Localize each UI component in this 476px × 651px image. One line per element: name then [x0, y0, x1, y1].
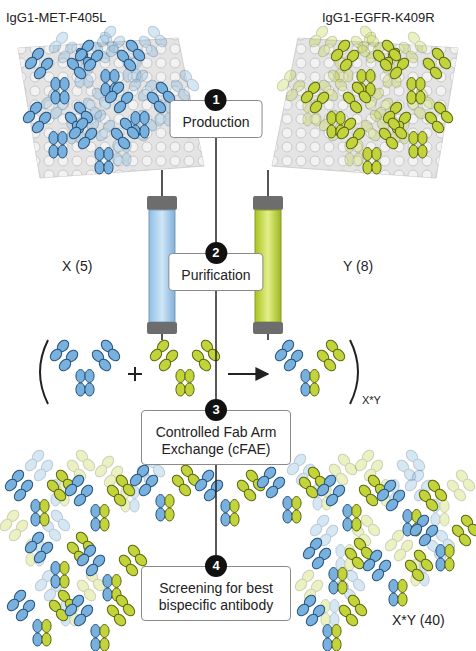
- antibody: [193, 468, 267, 526]
- bracket: [40, 340, 48, 404]
- antibody: [329, 38, 403, 96]
- flow-line: [215, 291, 217, 399]
- antibody: [295, 593, 369, 651]
- reaction-arrow: [228, 373, 268, 375]
- antibody: [148, 338, 222, 396]
- plus-sign: [128, 367, 142, 381]
- flow-line: [215, 138, 217, 242]
- process-step: 2Purification: [168, 242, 263, 291]
- antibody: [315, 473, 389, 531]
- antibody: [63, 473, 137, 531]
- step-label: Purification: [181, 267, 250, 283]
- text-label: IgG1-EGFR-K409R: [322, 10, 435, 25]
- antibody: [75, 543, 149, 601]
- text-label: X*Y (40): [392, 612, 445, 628]
- well-plate: [272, 38, 458, 178]
- step-label: Production: [183, 114, 250, 130]
- antibody: [67, 116, 141, 174]
- process-step: 1Production: [170, 89, 263, 138]
- antibody: [273, 338, 347, 396]
- bracket: [350, 340, 358, 404]
- antibody: [361, 548, 435, 606]
- step-label: Controlled Fab Arm Exchange (cFAE): [156, 424, 277, 457]
- step-number: 3: [205, 399, 227, 421]
- text-label: IgG1-MET-F405L: [6, 10, 106, 25]
- step-label: Screening for best bispecific antibody: [159, 580, 273, 613]
- step-number: 2: [205, 242, 227, 264]
- text-label: X*Y: [362, 394, 381, 406]
- antibody: [335, 116, 409, 174]
- process-step: 4Screening for best bispecific antibody: [141, 555, 291, 621]
- antibody: [48, 338, 122, 396]
- step-number: 4: [205, 555, 227, 577]
- process-step: 3Controlled Fab Arm Exchange (cFAE): [141, 399, 291, 465]
- antibody: [63, 593, 137, 651]
- text-label: Y (8): [343, 258, 373, 274]
- antibody: [128, 463, 202, 521]
- antibody: [408, 513, 476, 571]
- antibody: [3, 468, 77, 526]
- antibody: [5, 588, 79, 646]
- antibody: [73, 38, 147, 96]
- flow-line: [215, 465, 217, 555]
- text-label: X (5): [62, 258, 92, 274]
- well-plate: [272, 38, 458, 178]
